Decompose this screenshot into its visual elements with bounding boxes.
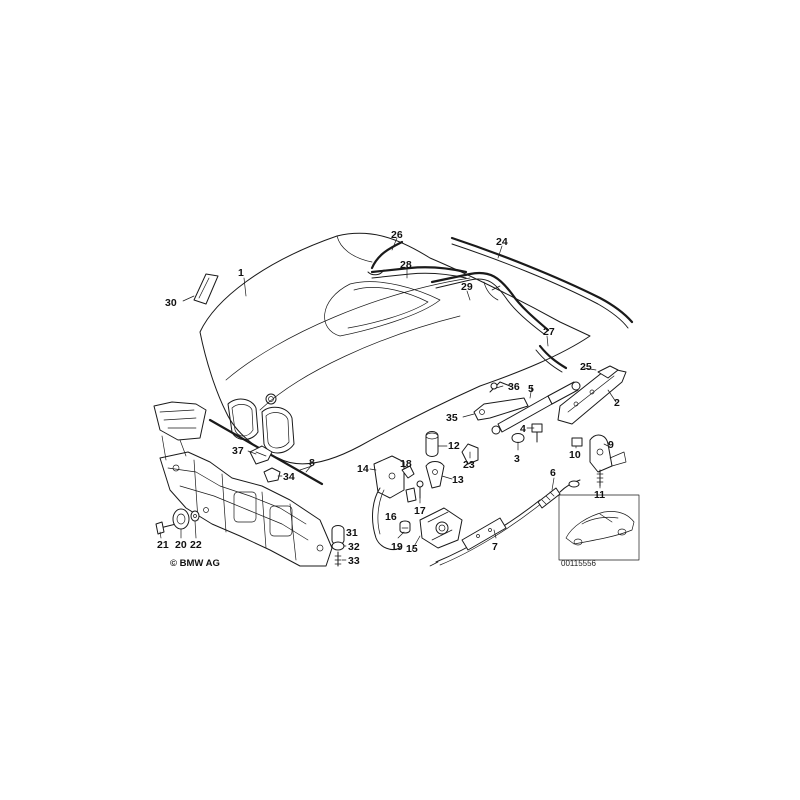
bracket-36[interactable]: [489, 381, 511, 393]
label-17: 17: [414, 505, 426, 517]
label-7: 7: [492, 541, 498, 553]
label-1: 1: [238, 267, 244, 279]
moulding-30[interactable]: [193, 273, 219, 305]
label-9: 9: [608, 439, 614, 451]
cable-loop[interactable]: [372, 487, 401, 551]
label-6: 6: [550, 467, 556, 479]
lock-15[interactable]: [419, 507, 463, 549]
label-30: 30: [165, 297, 177, 309]
cable-6[interactable]: [537, 479, 581, 509]
buffer-12[interactable]: [425, 431, 439, 457]
reference-number: 00115556: [561, 559, 597, 568]
bolt-21[interactable]: [155, 521, 177, 535]
nut-3[interactable]: [511, 433, 525, 443]
clip-18[interactable]: [401, 465, 415, 479]
nut-22[interactable]: [190, 510, 200, 522]
screw-19[interactable]: [399, 520, 411, 534]
leader-lines: [159, 237, 617, 561]
label-21: 21: [157, 539, 169, 551]
label-15: 15: [406, 543, 418, 555]
label-11: 11: [594, 489, 605, 501]
cable-7[interactable]: [429, 499, 543, 567]
label-12: 12: [448, 440, 460, 452]
seal-24[interactable]: [450, 236, 634, 329]
clip-34[interactable]: [263, 467, 281, 483]
label-4: 4: [520, 423, 526, 435]
seal-29[interactable]: [430, 271, 550, 335]
label-20: 20: [175, 539, 187, 551]
label-25: 25: [580, 361, 592, 373]
lever-35[interactable]: [473, 397, 529, 421]
screw-17[interactable]: [416, 480, 424, 499]
label-18: 18: [400, 458, 412, 470]
label-33: 33: [348, 555, 360, 567]
label-3: 3: [514, 453, 520, 465]
screw-11[interactable]: [596, 469, 604, 487]
clip-16[interactable]: [405, 487, 417, 503]
bolt-4[interactable]: [531, 423, 543, 443]
hinge-2[interactable]: [557, 367, 627, 425]
label-8: 8: [309, 457, 315, 469]
label-10: 10: [569, 449, 581, 461]
label-22: 22: [190, 539, 202, 551]
label-2: 2: [614, 397, 620, 409]
gas-strut-5[interactable]: [491, 381, 581, 435]
label-16: 16: [385, 511, 397, 523]
label-36: 36: [508, 381, 520, 393]
part-labels: 1 2 3 4 5 6 7 8 9 10 11 12 13 14 15 16 1…: [157, 229, 620, 567]
seal-28[interactable]: [370, 266, 468, 279]
clip-25[interactable]: [597, 365, 619, 379]
label-32: 32: [348, 541, 360, 553]
hinge-part-9[interactable]: [589, 434, 627, 473]
copyright-text: © BMW AG: [170, 558, 220, 569]
car-thumbnail: [558, 494, 640, 561]
latch-13[interactable]: [425, 461, 445, 489]
label-5: 5: [528, 383, 534, 395]
label-37: 37: [232, 445, 244, 457]
bolt-10[interactable]: [571, 437, 583, 447]
clip-37[interactable]: [249, 445, 273, 465]
label-13: 13: [452, 474, 464, 486]
label-14: 14: [357, 463, 369, 475]
label-19: 19: [391, 541, 403, 553]
label-26: 26: [391, 229, 403, 241]
label-31: 31: [346, 527, 358, 539]
seal-27[interactable]: [535, 344, 568, 373]
label-29: 29: [461, 281, 473, 293]
label-35: 35: [446, 412, 458, 424]
buffer-20[interactable]: [172, 508, 190, 530]
label-34: 34: [283, 471, 295, 483]
label-27: 27: [543, 326, 555, 338]
grommet-32[interactable]: [331, 541, 345, 551]
bolt-33[interactable]: [334, 551, 342, 567]
label-28: 28: [400, 259, 412, 271]
label-23: 23: [463, 459, 475, 471]
label-24: 24: [496, 236, 508, 248]
